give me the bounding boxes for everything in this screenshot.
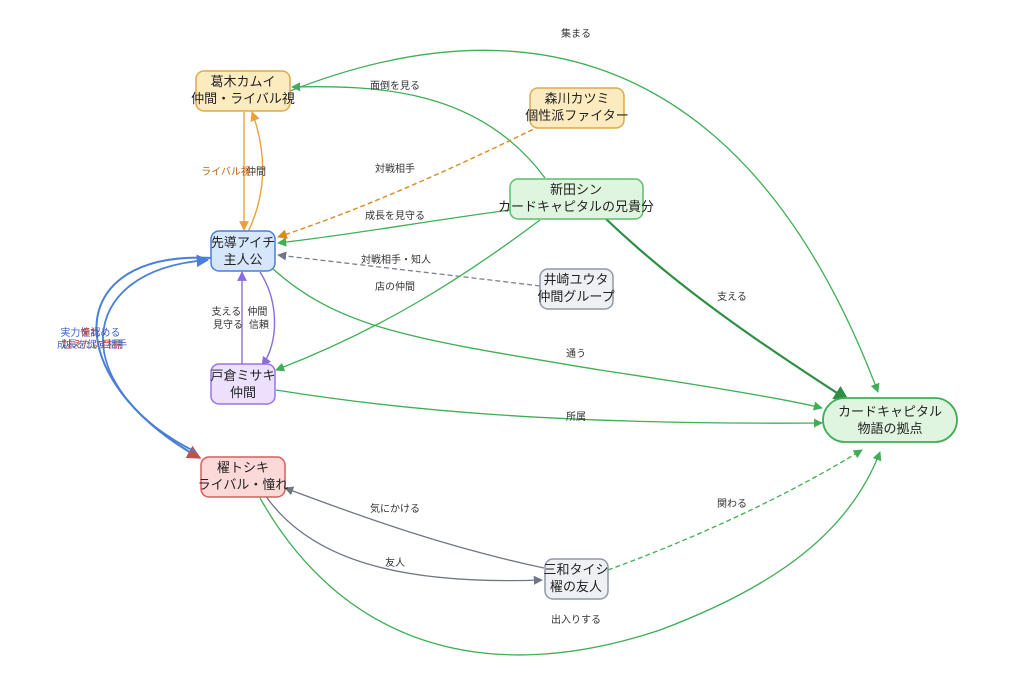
edge-label-morikawa-aichi: 対戦相手 <box>375 162 415 175</box>
edge-toshiki-miwa <box>264 494 543 585</box>
node-capital-role: 物語の拠点 <box>857 421 922 437</box>
edge-label-izaki-aichi: 対戦相手・知人 <box>361 253 431 266</box>
edge-label-shin-capital: 支える <box>717 291 747 303</box>
edge-label-kamui-aichi: ライバル視 <box>201 165 251 178</box>
edge-label-misaki-aichi-l1: 支える <box>212 306 242 318</box>
edge-shin-capital <box>604 217 850 401</box>
edge-label-toshiki-aichi-l2: 成長を促す相手 <box>57 338 127 351</box>
edge-label-shin-misaki: 店の仲間 <box>375 280 415 293</box>
edge-toshiki-aichi <box>102 254 210 453</box>
node-aichi[interactable]: 先導アイチ 主人公 <box>210 230 276 272</box>
edge-label-miwa-toshiki: 気にかける <box>370 502 420 515</box>
edge-aichi-toshiki <box>95 256 213 459</box>
edge-label-aichi-misaki-l1: 仲間 <box>247 305 267 318</box>
edge-label-aichi-capital: 通う <box>566 348 586 360</box>
edge-label-toshiki-miwa: 友人 <box>385 556 405 569</box>
edge-kamui-capital <box>289 49 880 393</box>
nodes-layer: 葛木カムイ 仲間・ライバル視 森川カツミ 個性派ファイター 新田シン カードキャ… <box>191 70 958 600</box>
edge-label-shin-aichi: 成長を見守る <box>365 209 425 222</box>
node-toshiki-name: 櫂トシキ <box>217 460 269 476</box>
node-miwa-name: 三和タイシ <box>543 563 608 578</box>
edge-aichi-kamui <box>247 111 264 233</box>
edge-label-aichi-toshiki-l1: 憧れ <box>80 326 100 339</box>
edge-shin-misaki <box>275 219 541 372</box>
node-capital[interactable]: カードキャピタル 物語の拠点 <box>822 397 958 443</box>
edge-label-toshiki-capital: 出入りする <box>551 613 601 626</box>
edge-miwa-capital <box>607 449 863 571</box>
edge-shin-kamui <box>291 82 546 179</box>
edges-layer <box>95 49 882 656</box>
node-izaki-name: 井崎ユウタ <box>543 273 608 288</box>
edge-aichi-misaki <box>259 271 276 367</box>
edge-label-aichi-misaki-l2: 信頼 <box>249 319 269 331</box>
node-misaki-role: 仲間 <box>230 386 256 401</box>
edge-label-aichi-toshiki-l2: 越えたい目標 <box>62 338 122 351</box>
edge-miwa-toshiki <box>284 486 545 569</box>
node-shin[interactable]: 新田シン カードキャピタルの兄貴分 <box>498 178 654 220</box>
node-morikawa-role: 個性派ファイター <box>525 109 628 124</box>
edge-morikawa-aichi <box>277 125 541 239</box>
node-toshiki-role: ライバル・憧れ <box>198 478 289 493</box>
node-misaki[interactable]: 戸倉ミサキ 仲間 <box>210 363 276 405</box>
edge-labels-layer: 集まる 面倒を見る 仲間 ライバル視 対戦相手 成長を見守る 対戦相手・知人 店… <box>57 27 747 626</box>
edge-label-misaki-capital: 所属 <box>566 411 586 423</box>
node-morikawa[interactable]: 森川カツミ 個性派ファイター <box>525 87 629 129</box>
node-misaki-name: 戸倉ミサキ <box>210 369 275 384</box>
edge-toshiki-capital <box>259 451 882 656</box>
node-kamui-role: 仲間・ライバル視 <box>191 92 295 107</box>
edge-aichi-capital <box>271 267 823 411</box>
edge-label-misaki-aichi: 支える 見守る <box>212 306 245 331</box>
node-aichi-name: 先導アイチ <box>211 236 275 251</box>
edge-izaki-aichi <box>277 251 541 287</box>
node-izaki-role: 仲間グループ <box>537 290 614 305</box>
node-morikawa-name: 森川カツミ <box>544 92 609 107</box>
node-izaki[interactable]: 井崎ユウタ 仲間グループ <box>537 268 615 310</box>
node-miwa-role: 櫂の友人 <box>550 579 602 595</box>
edge-label-aichi-kamui: 仲間 <box>246 165 266 178</box>
node-shin-name: 新田シン <box>550 182 602 198</box>
edge-label-aichi-toshiki: 憧れ 越えたい目標 <box>62 326 122 351</box>
node-aichi-role: 主人公 <box>223 253 262 268</box>
edge-label-kamui-capital: 集まる <box>561 27 591 40</box>
edge-shin-aichi <box>277 209 511 247</box>
edge-label-misaki-aichi-l2: 見守る <box>213 318 243 331</box>
node-shin-role: カードキャピタルの兄貴分 <box>498 200 654 215</box>
node-kamui[interactable]: 葛木カムイ 仲間・ライバル視 <box>191 70 295 112</box>
node-capital-name: カードキャピタル <box>838 405 942 420</box>
edge-label-toshiki-aichi: 実力を認める 成長を促す相手 <box>57 326 127 351</box>
edge-label-aichi-misaki: 仲間 信頼 <box>247 305 270 331</box>
node-kamui-name: 葛木カムイ <box>210 75 275 90</box>
edge-label-toshiki-aichi-l1: 実力を認める <box>60 326 120 339</box>
edge-misaki-capital <box>275 389 823 428</box>
edge-label-miwa-capital: 関わる <box>717 498 747 510</box>
node-miwa[interactable]: 三和タイシ 櫂の友人 <box>543 558 609 600</box>
node-toshiki[interactable]: 櫂トシキ ライバル・憧れ <box>198 456 289 498</box>
edge-label-shin-kamui: 面倒を見る <box>370 80 420 92</box>
